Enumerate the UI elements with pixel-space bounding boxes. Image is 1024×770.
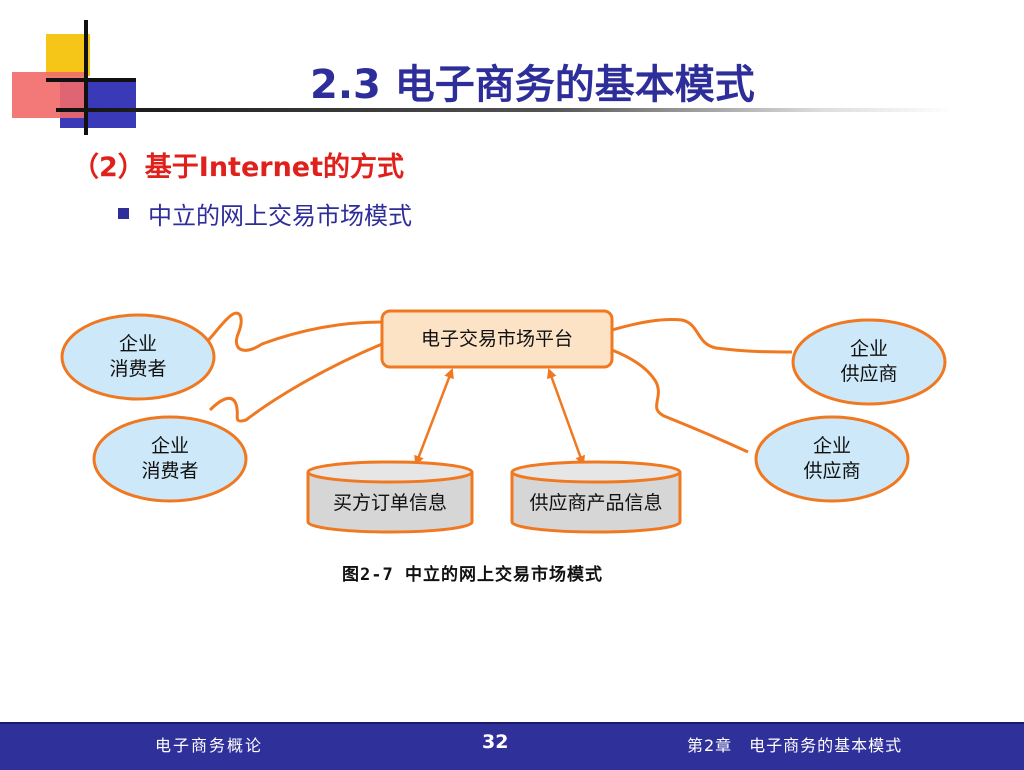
connector-consumer-2: [208, 342, 383, 423]
supplier-label: 企业: [850, 338, 888, 360]
connector-supplier-1: [611, 318, 793, 354]
platform-box: [380, 309, 614, 369]
page-title: 2.3 电子商务的基本模式: [310, 62, 755, 108]
connector-consumer-1: [185, 311, 383, 358]
bullet-text: 中立的网上交易市场模式: [148, 202, 412, 230]
orders-database: [306, 460, 474, 534]
supplier-ellipse: [791, 318, 947, 406]
consumer-ellipse: [60, 313, 216, 401]
products-database: [510, 460, 682, 534]
platform-label: 电子交易市场平台: [421, 328, 573, 350]
supplier-label: 企业: [813, 435, 851, 457]
consumer-label: 企业: [151, 435, 189, 457]
consumer-ellipse: [92, 415, 248, 503]
footer-chapter-title: 第2章 电子商务的基本模式: [687, 736, 903, 755]
consumer-label: 消费者: [109, 358, 166, 380]
supplier-label: 供应商: [840, 363, 897, 385]
consumer-label: 消费者: [141, 460, 198, 482]
subheading: （2）基于Internet的方式: [72, 152, 405, 183]
footer-course-title: 电子商务概论: [155, 736, 264, 755]
figure-caption: 图2-7 中立的网上交易市场模式: [342, 565, 603, 585]
arrow-orders: [414, 368, 454, 466]
consumer-label: 企业: [119, 333, 157, 355]
footer-bar: [0, 722, 1024, 770]
footer-page-number: 32: [482, 731, 509, 753]
title-rule: [56, 108, 956, 112]
orders-database-label: 买方订单信息: [333, 492, 447, 514]
supplier-label: 供应商: [803, 460, 860, 482]
market-diagram: 电子交易市场平台 企业 消费者 企业 消费者 企业 供应商 企业 供应商 买方订…: [60, 309, 947, 534]
connector-supplier-2: [611, 348, 749, 454]
arrow-products: [547, 368, 585, 466]
supplier-ellipse: [754, 415, 910, 503]
bullet-square-icon: [118, 208, 129, 219]
products-database-label: 供应商产品信息: [529, 492, 662, 514]
